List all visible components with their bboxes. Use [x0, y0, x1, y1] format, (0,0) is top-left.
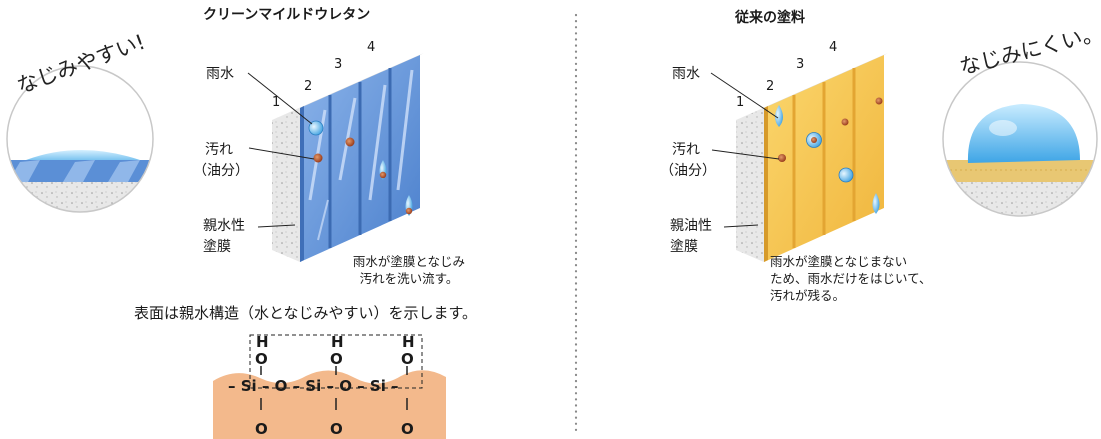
- left-number-4: 4: [367, 40, 376, 55]
- chem-h-3: H: [402, 333, 415, 351]
- right-number-3: 3: [796, 57, 805, 72]
- surface-text: 表面は親水構造（水となじみやすい）を示します。: [134, 304, 478, 322]
- right-film-label: 親油性: [670, 218, 712, 234]
- right-panel: [710, 53, 888, 262]
- right-number-2: 2: [766, 79, 775, 94]
- chem-h-2: H: [331, 333, 344, 351]
- left-rain-label: 雨水: [206, 66, 234, 82]
- silica-structure: [213, 334, 446, 439]
- left-number-2: 2: [304, 79, 313, 94]
- right-number-4: 4: [829, 40, 838, 55]
- right-film-label-2: 塗膜: [670, 239, 698, 255]
- right-circle-detail: [942, 61, 1098, 217]
- left-film-label-2: 塗膜: [203, 239, 231, 255]
- chem-o-bottom-1: O: [255, 420, 268, 438]
- chem-o-bottom-3: O: [401, 420, 414, 438]
- right-caption-3: 汚れが残る。: [770, 288, 846, 303]
- chem-o-bottom-2: O: [330, 420, 343, 438]
- chem-o-top-1: O: [255, 350, 268, 368]
- left-number-1: 1: [272, 95, 281, 110]
- right-caption-1: 雨水が塗膜となじまない: [770, 254, 908, 269]
- right-caption-2: ため、雨水だけをはじいて、: [770, 271, 932, 286]
- chem-o-top-3: O: [401, 350, 414, 368]
- left-film-label: 親水性: [203, 218, 245, 234]
- left-caption-2: 汚れを洗い流す。: [359, 271, 459, 286]
- left-number-3: 3: [334, 57, 343, 72]
- chem-chain: – Si – O – Si – O – Si –: [228, 377, 399, 395]
- left-title: クリーンマイルドウレタン: [203, 7, 371, 23]
- chem-o-top-2: O: [330, 350, 343, 368]
- left-dirt-label-2: （油分）: [193, 163, 249, 179]
- right-dirt-label: 汚れ: [672, 142, 700, 158]
- right-dirt-label-2: （油分）: [660, 163, 716, 179]
- right-title: 従来の塗料: [735, 10, 805, 26]
- right-rain-label: 雨水: [672, 66, 700, 82]
- left-caption-1: 雨水が塗膜となじみ: [352, 254, 466, 269]
- right-number-1: 1: [736, 95, 745, 110]
- left-dirt-label: 汚れ: [205, 142, 233, 158]
- chem-h-1: H: [256, 333, 269, 351]
- left-panel: [247, 53, 424, 262]
